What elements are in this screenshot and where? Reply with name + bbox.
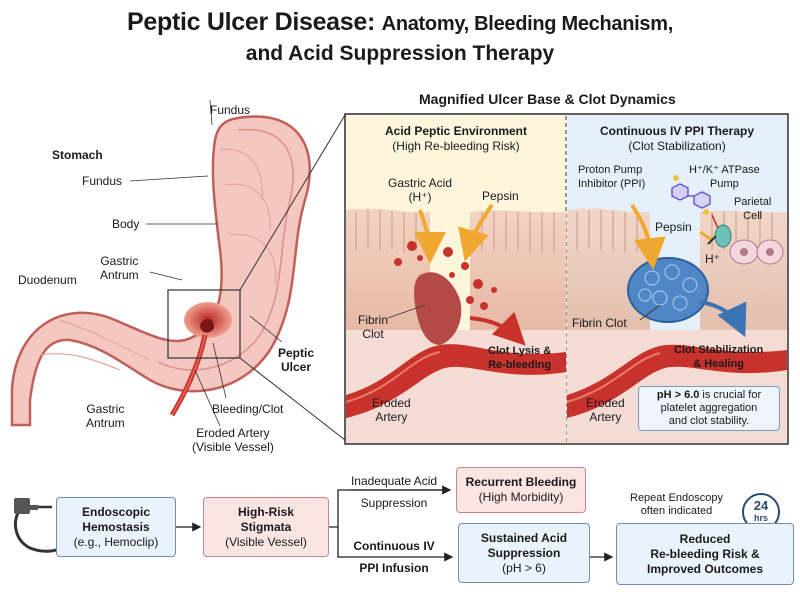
acid-tissue bbox=[345, 203, 566, 443]
reduced-title: Reduced Re-bleeding Risk & Improved Outc… bbox=[646, 531, 764, 576]
ph-note-bold: pH > 6.0 bbox=[656, 389, 700, 401]
label-eroded-artery-right: Eroded Artery bbox=[586, 396, 625, 424]
title-main: Peptic Ulcer Disease: bbox=[127, 8, 376, 36]
endoscopic-sub: (e.g., Hemoclip) bbox=[73, 534, 159, 549]
stomach-leaders bbox=[129, 175, 283, 427]
sustained-title: Sustained Acid Suppression bbox=[480, 530, 568, 560]
endoscopic-title: Endoscopic Hemostasis bbox=[81, 504, 150, 534]
ppi-title: Continuous IV PPI Therapy bbox=[599, 124, 754, 138]
ppi-tissue bbox=[566, 175, 787, 443]
label-pepsin-right: Pepsin bbox=[655, 220, 692, 234]
ph-note-text: is crucial for platelet aggregation and … bbox=[660, 389, 762, 427]
label-clot-stabilization: Clot Stabilization & Healing bbox=[674, 344, 764, 370]
ph-note: pH > 6.0 is crucial for platelet aggrega… bbox=[638, 386, 780, 431]
label-duodenum: Duodenum bbox=[18, 273, 77, 287]
box-high-risk-stigmata: High-Risk Stigmata (Visible Vessel) bbox=[203, 497, 329, 557]
label-repeat-endoscopy: Repeat Endoscopy often indicated bbox=[630, 492, 723, 517]
acid-subtitle: (High Re-bleeding Risk) bbox=[392, 139, 520, 153]
label-continuous-iv: Continuous IV PPI Infusion bbox=[353, 539, 435, 575]
acid-title: Acid Peptic Environment bbox=[384, 124, 528, 138]
recurrent-sub: (High Morbidity) bbox=[478, 490, 564, 504]
label-fundus-top: Fundus bbox=[210, 103, 251, 117]
label-peptic-ulcer: Peptic Ulcer bbox=[278, 346, 315, 374]
ppi-subtitle: (Clot Stabilization) bbox=[628, 139, 726, 153]
label-fibrin-clot-left: Fibrin Clot bbox=[358, 313, 389, 341]
label-body: Body bbox=[112, 217, 140, 231]
high-risk-sub: (Visible Vessel) bbox=[225, 534, 307, 549]
label-h-plus: H⁺ bbox=[705, 252, 720, 266]
label-ppi: Proton Pump Inhibitor (PPI) bbox=[578, 164, 646, 190]
flow-connectors bbox=[176, 485, 614, 562]
label-gastric-acid: Gastric Acid (H⁺) bbox=[388, 176, 453, 204]
label-clot-lysis: Clot Lysis & Re-bleeding bbox=[488, 345, 552, 371]
label-bleeding-clot: Bleeding/Clot bbox=[212, 402, 284, 416]
page-title-line2: and Acid Suppression Therapy bbox=[245, 42, 555, 65]
title-sub: Anatomy, Bleeding Mechanism, bbox=[381, 13, 674, 35]
label-eroded-artery-left: Eroded Artery bbox=[372, 396, 411, 424]
clock-number: 24 bbox=[753, 498, 769, 513]
label-stomach: Stomach bbox=[52, 148, 103, 162]
box-reduced-risk: Reduced Re-bleeding Risk & Improved Outc… bbox=[616, 523, 794, 585]
clock-unit: hrs bbox=[753, 513, 768, 523]
label-fibrin-clot-right: Fibrin Clot bbox=[572, 316, 627, 330]
magnified-heading: Magnified Ulcer Base & Clot Dynamics bbox=[419, 91, 676, 107]
box-recurrent-bleeding: Recurrent Bleeding (High Morbidity) bbox=[456, 467, 586, 513]
sustained-sub: (pH > 6) bbox=[502, 560, 546, 575]
box-sustained-suppression: Sustained Acid Suppression (pH > 6) bbox=[458, 523, 590, 583]
label-gastric-antrum-bottom: Gastric Antrum bbox=[86, 402, 125, 430]
stomach-drawing bbox=[10, 99, 346, 441]
label-pepsin-left: Pepsin bbox=[482, 189, 519, 203]
label-gastric-antrum-top: Gastric Antrum bbox=[100, 254, 139, 282]
page-title: Peptic Ulcer Disease: Anatomy, Bleeding … bbox=[0, 8, 800, 37]
high-risk-title: High-Risk Stigmata bbox=[237, 504, 294, 534]
recurrent-title: Recurrent Bleeding bbox=[465, 475, 577, 489]
label-eroded-artery: Eroded Artery (Visible Vessel) bbox=[192, 426, 274, 454]
label-parietal-cell: Parietal Cell bbox=[734, 196, 772, 222]
label-pump: H⁺/K⁺ ATPase Pump bbox=[689, 164, 760, 190]
label-inadequate: Inadequate Acid Suppression bbox=[350, 474, 438, 510]
label-fundus-left: Fundus bbox=[82, 174, 123, 188]
box-endoscopic-hemostasis: Endoscopic Hemostasis (e.g., Hemoclip) bbox=[56, 497, 176, 557]
